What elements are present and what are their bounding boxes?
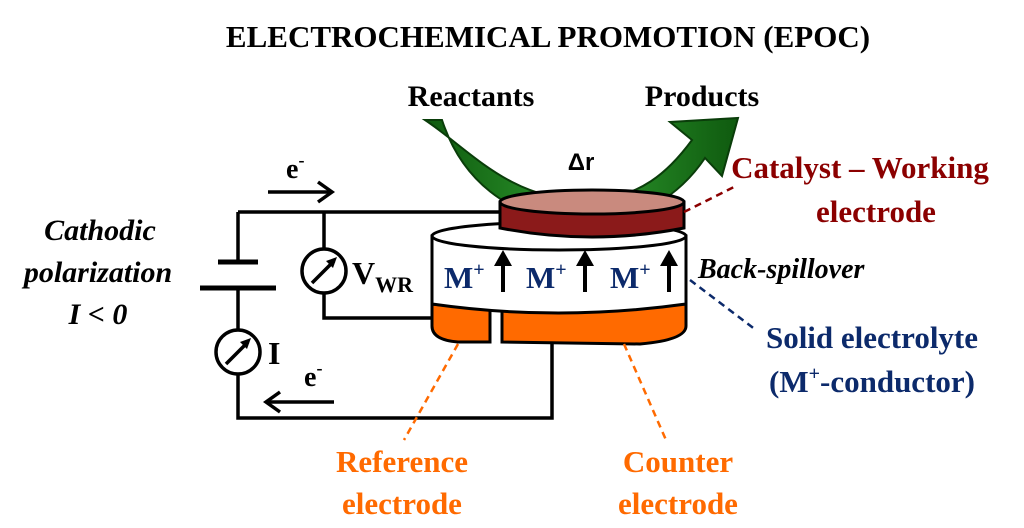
svg-text:Reference: Reference: [336, 444, 468, 479]
svg-text:electrode: electrode: [342, 486, 462, 521]
svg-text:M+: M+: [444, 259, 485, 295]
counter-electrode-label: Counter electrode: [618, 444, 738, 521]
electrolyte-leader-line: [689, 279, 757, 331]
svg-text:Catalyst – Working: Catalyst – Working: [731, 150, 989, 185]
catalyst-working-electrode: [498, 188, 686, 239]
solid-electrolyte-disk: [430, 220, 688, 315]
ion-group-3: M+: [610, 250, 678, 295]
voltage-label: VWR: [352, 255, 414, 297]
voltmeter-icon: [300, 247, 348, 295]
svg-text:(M+-conductor): (M+-conductor): [769, 363, 975, 399]
electron-label-top: e-: [286, 150, 304, 185]
ammeter-icon: [214, 328, 262, 376]
circuit-wires: [236, 210, 554, 420]
ion-group-2: M+: [526, 250, 594, 295]
polarization-label: Cathodic polarization I < 0: [21, 214, 172, 331]
electron-label-bottom: e-: [304, 358, 322, 393]
current-label: I: [268, 335, 280, 371]
counter-leader-line: [622, 343, 668, 441]
svg-text:Counter: Counter: [623, 444, 733, 479]
electrolyte-label: Solid electrolyte (M+-conductor): [766, 320, 978, 399]
ion-group-1: M+: [444, 250, 512, 295]
svg-text:I < 0: I < 0: [68, 298, 128, 331]
svg-text:electrode: electrode: [618, 486, 738, 521]
catalyst-leader-line: [683, 184, 737, 214]
power-source-battery: [200, 259, 276, 291]
reaction-rate-change-label: Δr: [568, 149, 595, 176]
svg-text:polarization: polarization: [21, 256, 172, 289]
svg-text:M+: M+: [526, 259, 567, 295]
electron-arrow-top: [268, 180, 336, 204]
reference-electrode: [430, 302, 492, 344]
products-label: Products: [645, 80, 759, 113]
catalyst-label: Catalyst – Working electrode: [731, 150, 989, 229]
svg-text:M+: M+: [610, 259, 651, 295]
diagram-title: ELECTROCHEMICAL PROMOTION (EPOC): [226, 19, 870, 54]
electron-arrow-bottom: [262, 390, 334, 414]
back-spillover-label: Back-spillover: [697, 254, 866, 285]
reference-electrode-label: Reference electrode: [336, 444, 468, 521]
svg-text:electrode: electrode: [816, 194, 936, 229]
svg-text:Cathodic: Cathodic: [44, 214, 156, 247]
reactants-label: Reactants: [408, 80, 535, 113]
reference-leader-line: [402, 343, 460, 441]
svg-text:Solid electrolyte: Solid electrolyte: [766, 320, 978, 355]
